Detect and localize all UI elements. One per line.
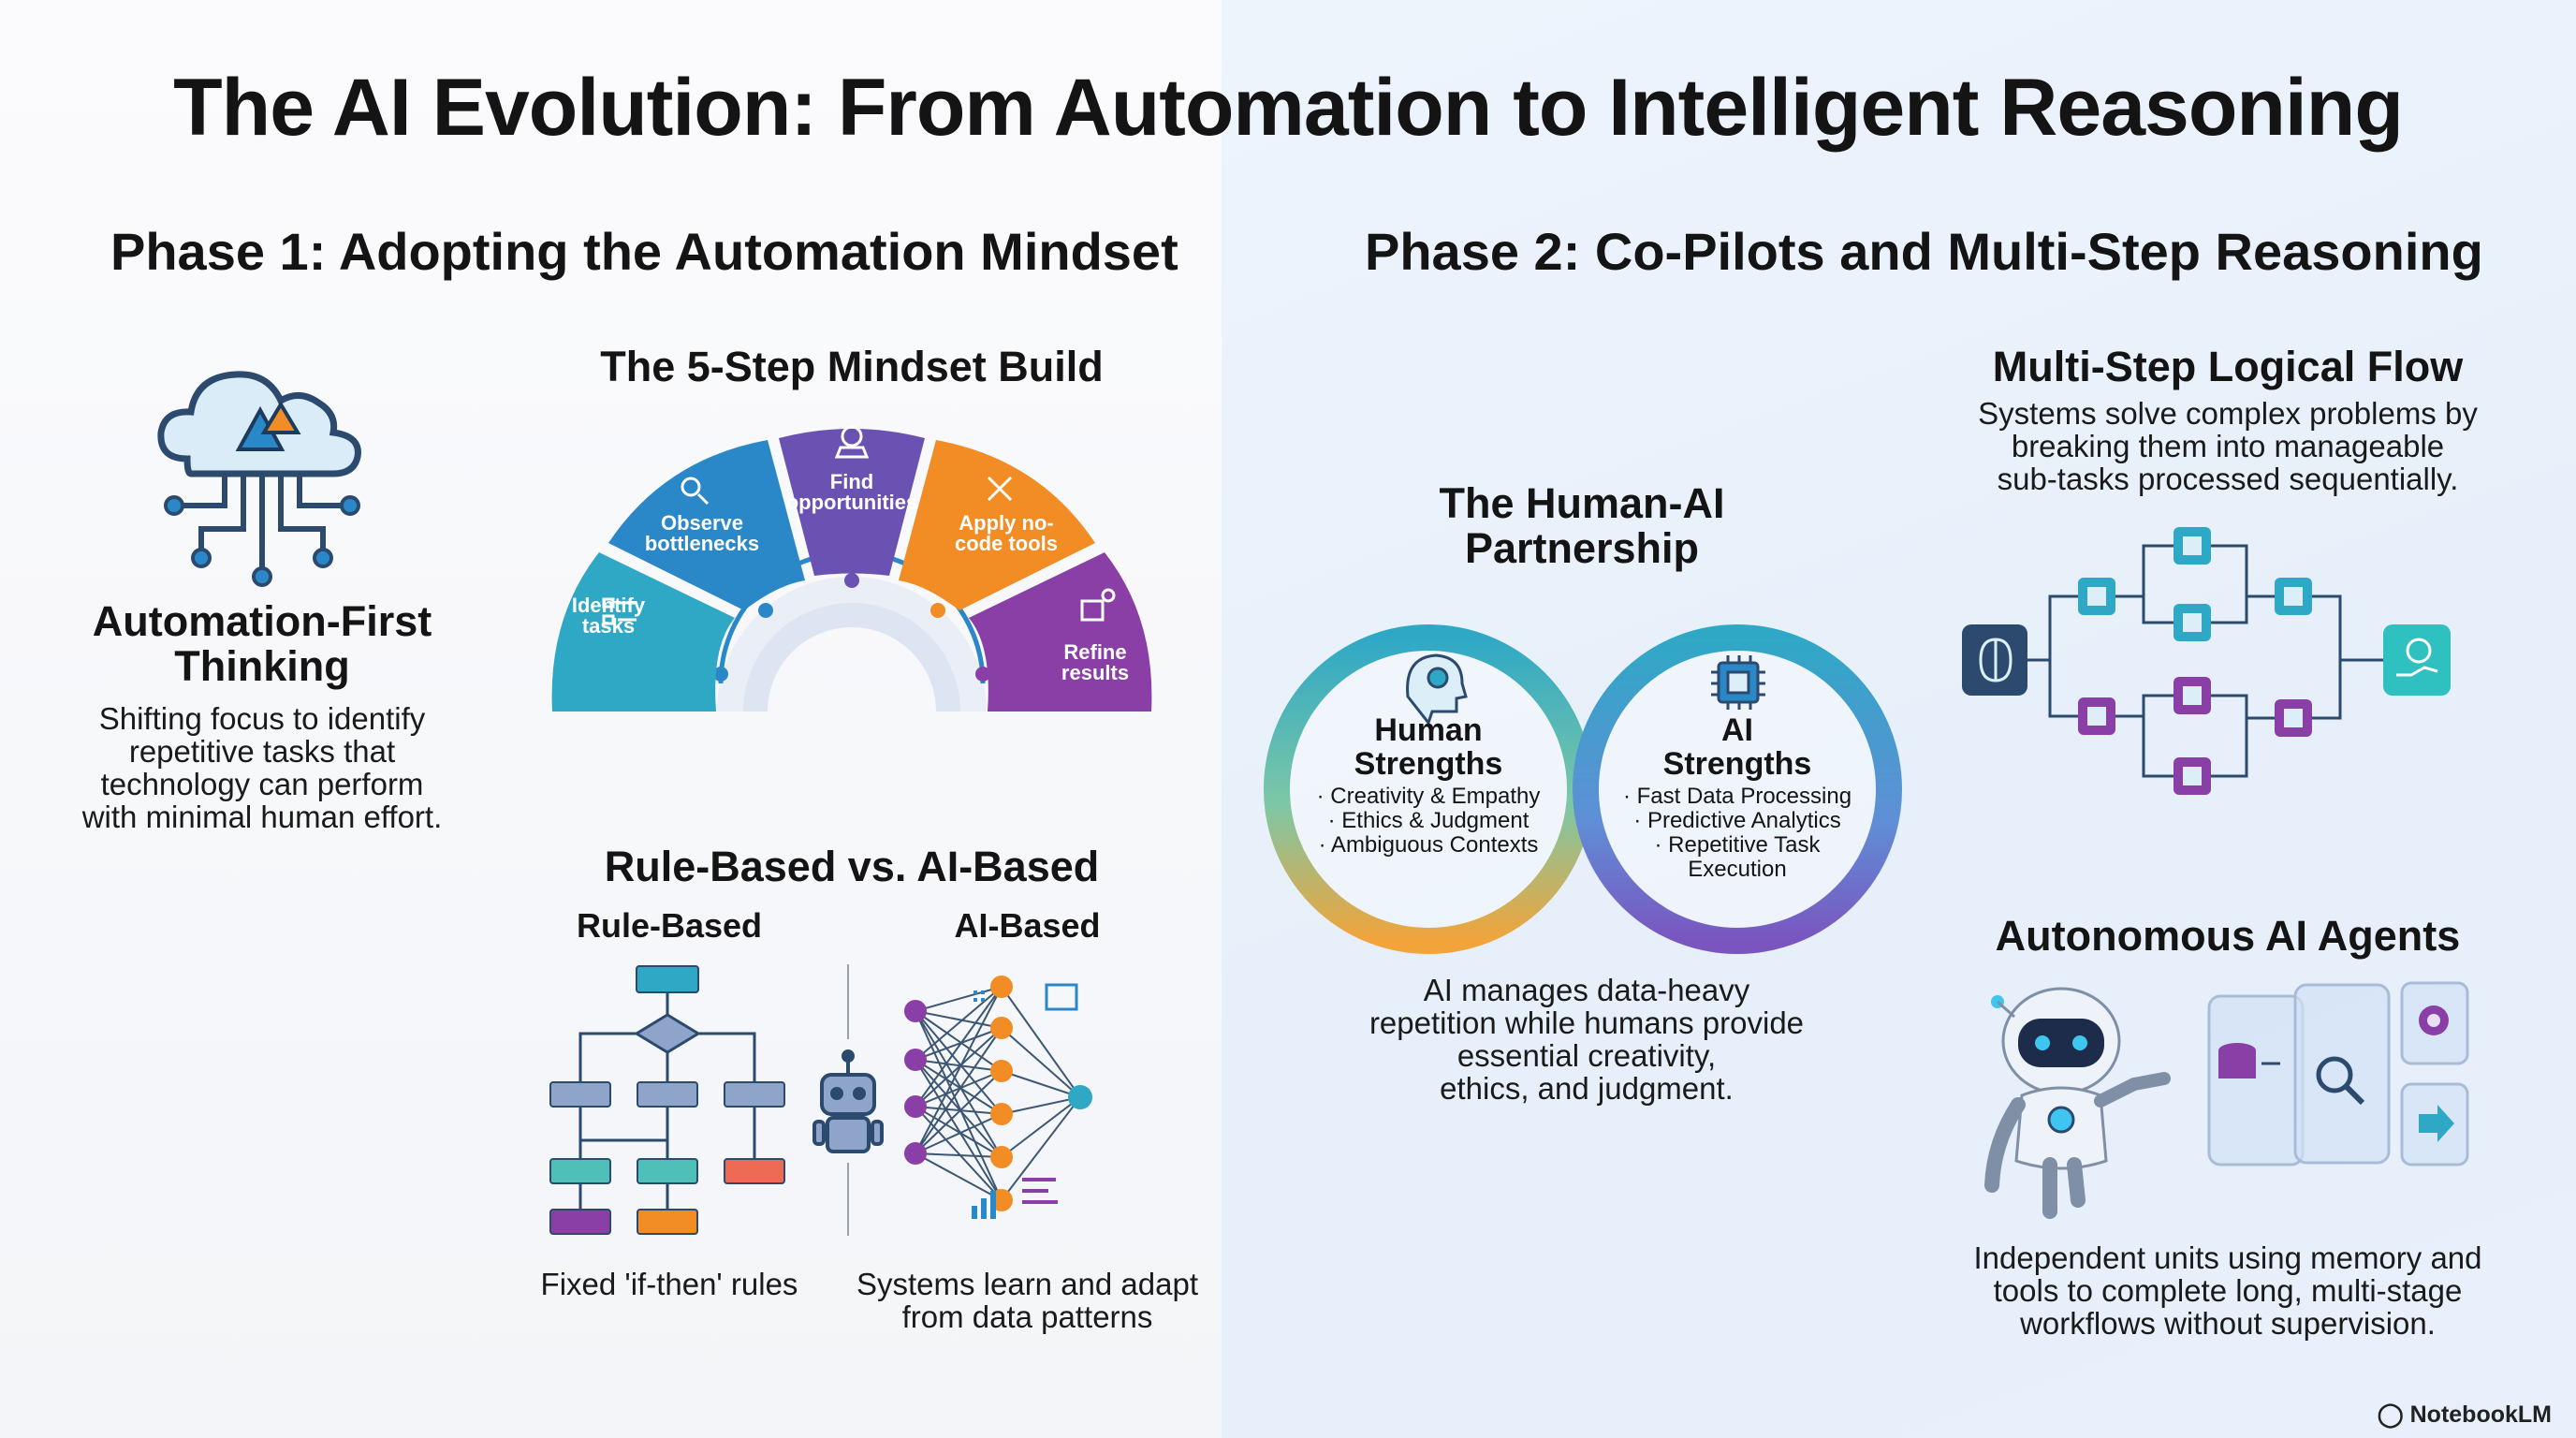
multistep-description: Systems solve complex problems by breaki… xyxy=(1978,396,2478,496)
rule-vs-ai-diagram xyxy=(549,964,1092,1236)
lightbulb-output-node xyxy=(2383,624,2451,696)
rule-based-caption: Fixed 'if-then' rules xyxy=(540,1267,798,1301)
automation-first-description: Shifting focus to identify repetitive ta… xyxy=(81,701,443,834)
phase1-heading: Phase 1: Adopting the Automation Mindset xyxy=(110,222,1178,281)
rule-flowchart xyxy=(549,965,785,1235)
ai-based-label: AI-Based xyxy=(954,906,1101,945)
tool-panels xyxy=(2207,981,2469,1167)
cloud-circuit-icon xyxy=(157,371,361,587)
ai-strengths-title: AI Strengths xyxy=(1662,712,1812,782)
multistep-flow-diagram xyxy=(1962,527,2451,795)
step-find-label: Find opportunities xyxy=(785,470,918,514)
notebooklm-brand: ◯ NotebookLM xyxy=(2377,1401,2552,1428)
progress-dots xyxy=(713,573,990,682)
robot-icon xyxy=(1984,987,2171,1219)
step-find-segment xyxy=(779,429,925,576)
robot-icon xyxy=(812,1049,884,1153)
multistep-title: Multi-Step Logical Flow xyxy=(1992,343,2464,390)
chip-icon xyxy=(1711,655,1765,710)
partnership-title: The Human-AI Partnership xyxy=(1439,479,1725,572)
automation-first-title: Automation-First Thinking xyxy=(92,597,432,690)
neural-network xyxy=(904,976,1092,1219)
agents-title: Autonomous AI Agents xyxy=(1995,912,2461,960)
phase1-background xyxy=(0,0,1222,1438)
step-identify-label: Identify tasks xyxy=(571,594,646,638)
robot-agent-illustration xyxy=(1984,981,2469,1219)
notebooklm-logo-icon: ◯ xyxy=(2377,1401,2404,1428)
human-strengths-title: Human Strengths xyxy=(1354,712,1503,782)
ai-strengths-list: · Fast Data Processing · Predictive Anal… xyxy=(1622,784,1852,882)
brain-head-icon xyxy=(1406,653,1468,726)
human-strengths-list: · Creativity & Empathy · Ethics & Judgme… xyxy=(1316,784,1541,858)
mindset-build-title: The 5-Step Mindset Build xyxy=(600,343,1104,390)
rule-based-label: Rule-Based xyxy=(576,906,763,945)
step-identify-segment xyxy=(551,552,735,712)
flow-nodes xyxy=(2078,527,2312,795)
phase2-background xyxy=(1222,0,2576,1438)
ai-based-caption: Systems learn and adapt from data patter… xyxy=(856,1267,1199,1334)
infinity-loop-diagram xyxy=(1264,624,1902,954)
step-apply-segment xyxy=(899,440,1095,610)
step-apply-label: Apply no- code tools xyxy=(954,511,1058,555)
step-observe-segment xyxy=(608,440,805,610)
step-refine-segment xyxy=(969,552,1152,712)
partnership-caption: AI manages data-heavy repetition while h… xyxy=(1368,973,1805,1106)
phase2-heading: Phase 2: Co-Pilots and Multi-Step Reason… xyxy=(1365,222,2483,281)
rule-vs-ai-title: Rule-Based vs. AI-Based xyxy=(604,843,1100,890)
step-observe-label: Observe bottlenecks xyxy=(644,511,760,555)
page-title: The AI Evolution: From Automation to Int… xyxy=(173,63,2404,153)
step-refine-label: Refine results xyxy=(1061,640,1130,684)
mindset-arc-diagram xyxy=(551,425,1152,712)
agents-description: Independent units using memory and tools… xyxy=(1973,1240,2482,1341)
